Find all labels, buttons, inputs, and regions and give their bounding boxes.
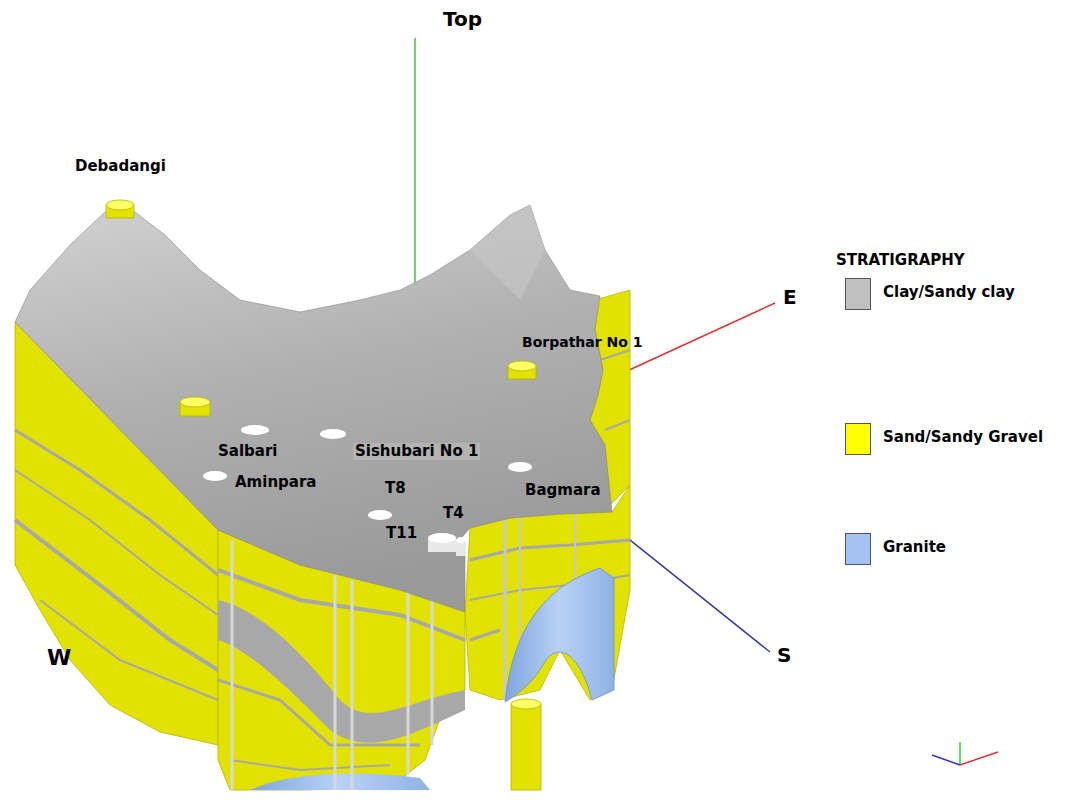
well-label: Sishubari No 1: [353, 443, 480, 460]
well-label: T8: [385, 480, 406, 497]
legend-swatch: [845, 533, 871, 565]
axis-label: S: [777, 644, 791, 667]
well-label: Salbari: [218, 443, 277, 460]
well-label: Aminpara: [235, 474, 316, 491]
well-heads: [106, 200, 536, 556]
axis-triad: [932, 742, 998, 765]
well-label: Bagmara: [525, 482, 601, 499]
legend-swatch: [845, 278, 871, 310]
well-label: Debadangi: [75, 158, 166, 175]
well-label: T11: [386, 525, 417, 542]
axis-label: W: [47, 645, 71, 670]
axis-label: E: [783, 286, 797, 309]
legend-text: Clay/Sandy clay: [883, 284, 1015, 301]
clay-surface: [15, 205, 612, 612]
granite-body: [505, 568, 614, 702]
legend-text: Granite: [883, 539, 946, 556]
well-label: Borpathar No 1: [522, 334, 643, 350]
legend-swatch: [845, 423, 871, 455]
legend-text: Sand/Sandy Gravel: [883, 429, 1043, 446]
axis-label: Top: [443, 8, 482, 31]
well-label: T4: [443, 505, 464, 522]
south-face: [465, 485, 630, 790]
legend-heading: STRATIGRAPHY: [836, 252, 965, 269]
